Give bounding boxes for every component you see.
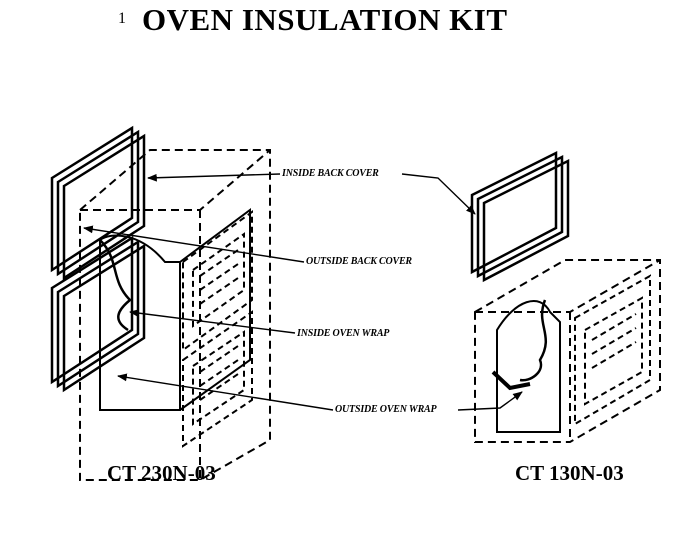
leader-outside-oven-wrap-right	[457, 391, 523, 411]
left-upper-cavity	[182, 210, 253, 352]
right-back-panels	[470, 150, 570, 283]
right-oven-wrap	[491, 299, 561, 433]
model-label-left: CT 230N-03	[107, 461, 216, 485]
leader-outside-oven-wrap	[117, 373, 334, 411]
label-inside-back-cover: INSIDE BACK COVER	[282, 168, 379, 179]
leader-outside-back-cover	[83, 225, 305, 263]
page-number: 1	[118, 10, 126, 27]
label-outside-oven-wrap: OUTSIDE OVEN WRAP	[335, 404, 437, 415]
page-title: OVEN INSULATION KIT	[142, 2, 508, 37]
label-outside-back-cover: OUTSIDE BACK COVER	[306, 256, 412, 267]
leader-inside-back-cover-right	[401, 173, 476, 215]
left-oven-unit	[79, 149, 271, 481]
right-oven-unit	[474, 259, 661, 443]
leader-inside-back-cover	[147, 173, 281, 182]
left-oven-wrap	[99, 208, 251, 411]
right-cavity	[574, 274, 651, 426]
callout-leaders	[83, 173, 523, 411]
leader-inside-oven-wrap	[129, 309, 296, 334]
left-lower-cavity	[182, 310, 253, 448]
left-upper-back-panels	[50, 125, 146, 281]
label-inside-oven-wrap: INSIDE OVEN WRAP	[297, 328, 390, 339]
model-label-right: CT 130N-03	[515, 461, 624, 485]
